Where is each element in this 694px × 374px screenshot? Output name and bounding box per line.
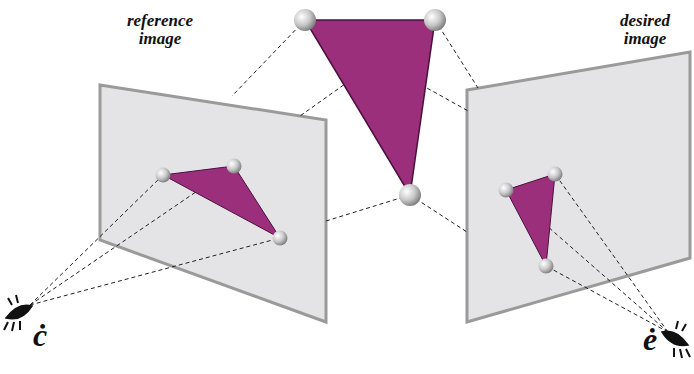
image-point bbox=[156, 168, 171, 183]
desired-triangle bbox=[506, 174, 555, 266]
scene-point bbox=[294, 9, 316, 31]
plane-label: reference image bbox=[110, 12, 210, 48]
scene-triangle bbox=[305, 20, 435, 195]
reference-plane bbox=[100, 85, 326, 322]
image-point bbox=[273, 231, 288, 246]
image-point bbox=[548, 167, 563, 182]
plane-label: desired image bbox=[605, 12, 685, 48]
image-point bbox=[227, 159, 242, 174]
image-point bbox=[539, 259, 554, 274]
projection-lines bbox=[30, 20, 668, 332]
camera-label: ė bbox=[630, 323, 670, 357]
scene-point bbox=[399, 184, 421, 206]
eye-symbol bbox=[662, 321, 690, 358]
desired-plane bbox=[467, 52, 690, 322]
reference-triangle bbox=[163, 166, 280, 238]
camera-label: ċ bbox=[20, 319, 60, 353]
scene-point bbox=[424, 9, 446, 31]
eye-symbol bbox=[4, 295, 32, 331]
image-point bbox=[499, 183, 514, 198]
